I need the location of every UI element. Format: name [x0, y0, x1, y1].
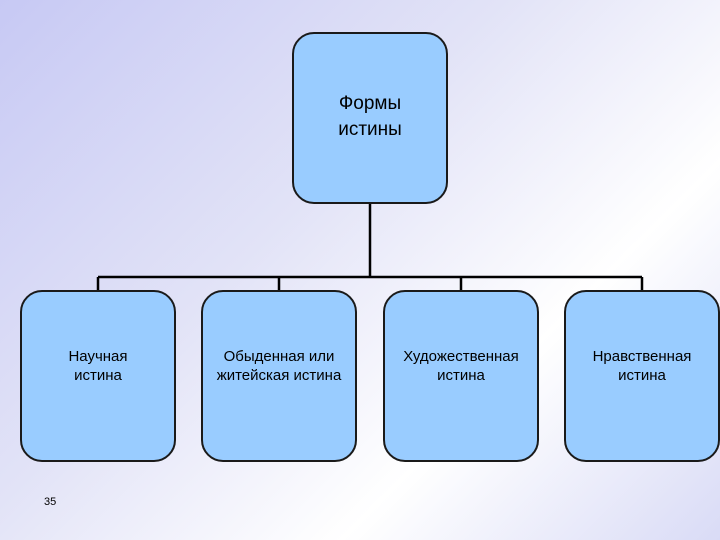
child-node-everyday: Обыденная или житейская истина [201, 290, 357, 462]
child-node-label: Обыденная или житейская истина [216, 347, 342, 385]
child-node-scientific: Научная истина [20, 290, 176, 462]
page-number: 35 [44, 496, 57, 508]
child-node-label: Нравственная истина [592, 347, 692, 385]
child-node-moral: Нравственная истина [564, 290, 720, 462]
child-node-artistic: Художественная истина [383, 290, 539, 462]
root-node: Формы истины [292, 32, 448, 204]
root-node-label: Формы истины [338, 93, 402, 140]
child-node-label: Художественная истина [403, 347, 519, 385]
child-node-label: Научная истина [68, 347, 128, 385]
